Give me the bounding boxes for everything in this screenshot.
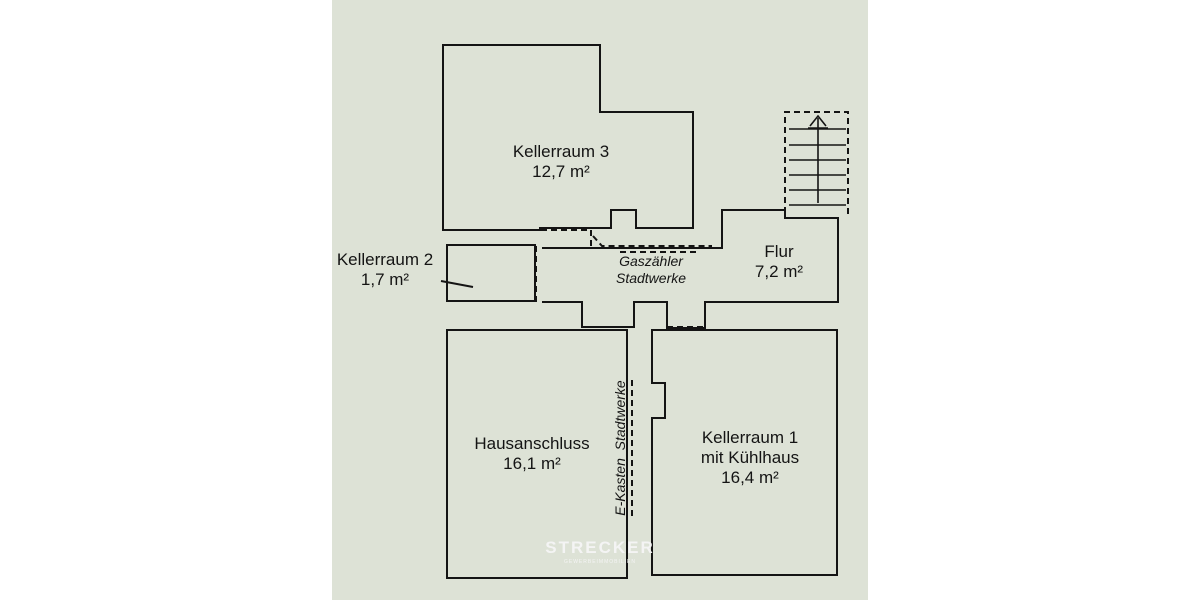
room-label-kellerraum-2: Kellerraum 2 1,7 m²: [337, 250, 433, 290]
room-label-flur: Flur 7,2 m²: [755, 242, 803, 282]
room-area: 1,7 m²: [360, 270, 410, 289]
dashed-openings: [535, 111, 849, 520]
room-label-hausanschluss: Hausanschluss 16,1 m²: [474, 434, 589, 474]
room-name: Kellerraum 3: [512, 142, 610, 161]
hausanschluss-walls: [446, 329, 628, 579]
staircase: [789, 114, 846, 206]
room-area: 7,2 m²: [754, 262, 804, 281]
room-area: 12,7 m²: [532, 162, 590, 181]
room-label-kellerraum-3: Kellerraum 3 12,7 m²: [513, 142, 609, 182]
room-name: Flur: [764, 242, 794, 261]
logo-tagline: GEWERBEIMMOBILIEN: [563, 559, 636, 565]
ekasten-label: E-Kasten_Stadtwerke: [612, 380, 628, 516]
room-label-kellerraum-1: Kellerraum 1 mit Kühlhaus 16,4 m²: [701, 428, 799, 488]
kellerraum-2-walls: [446, 244, 536, 302]
gaszaehler-line-1: Gaszähler: [619, 253, 683, 269]
room-area: 16,4 m²: [721, 468, 779, 487]
gaszaehler-line-2: Stadtwerke: [615, 270, 687, 286]
room-name: Kellerraum 1: [701, 428, 799, 447]
strecker-logo: STRECKER GEWERBEIMMOBILIEN: [540, 538, 660, 566]
kellerraum-3-walls: [442, 44, 694, 231]
kellerraum-2-door-swing: [440, 280, 474, 288]
gaszaehler-label: Gaszähler Stadtwerke: [616, 253, 686, 287]
room-name: Kellerraum 2: [336, 250, 434, 269]
kellerraum-1-walls: [651, 329, 838, 576]
room-area: 16,1 m²: [503, 454, 561, 473]
logo-name: STRECKER: [545, 538, 655, 557]
room-subtitle: mit Kühlhaus: [700, 448, 800, 467]
room-name: Hausanschluss: [474, 434, 590, 453]
